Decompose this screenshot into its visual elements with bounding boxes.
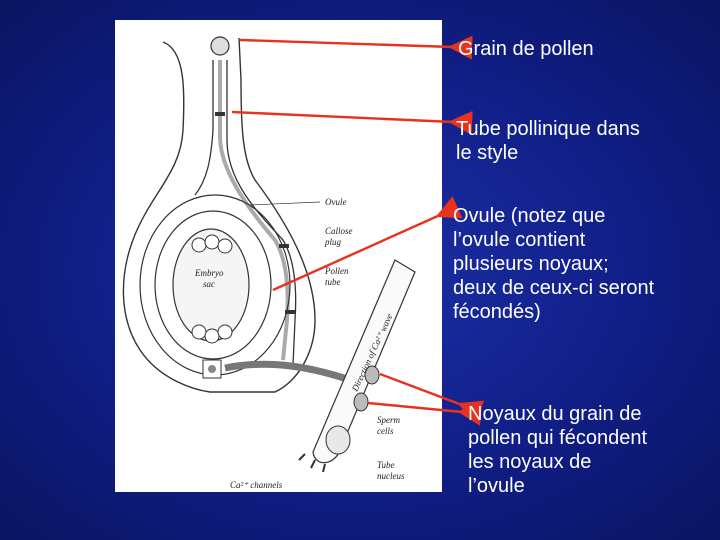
pollen-grain-shape xyxy=(210,36,230,56)
ovule-integument xyxy=(154,210,272,360)
caption-ovule: Ovule (notez que l’ovule contient plusie… xyxy=(453,205,655,323)
zoom-arrow xyxy=(224,360,352,384)
caption-pollen-tube: Tube pollinique dans le style xyxy=(456,118,640,164)
style-tube-outer xyxy=(194,60,214,196)
label-ovule: Ovule xyxy=(325,197,347,207)
caption-nuclei: Noyaux du grain de pollen qui fécondent … xyxy=(468,403,648,497)
pistil-outline xyxy=(122,37,316,393)
callose-plug-2 xyxy=(279,244,289,248)
label-channels: Ca²⁺ channels xyxy=(230,480,283,490)
label-callose-1: Callose xyxy=(325,226,353,236)
label-callose-2: plug xyxy=(324,237,342,247)
callose-plug-3 xyxy=(285,310,295,314)
callose-plug-1 xyxy=(215,112,225,116)
caption-pollen-grain: Grain de pollen xyxy=(458,38,594,60)
